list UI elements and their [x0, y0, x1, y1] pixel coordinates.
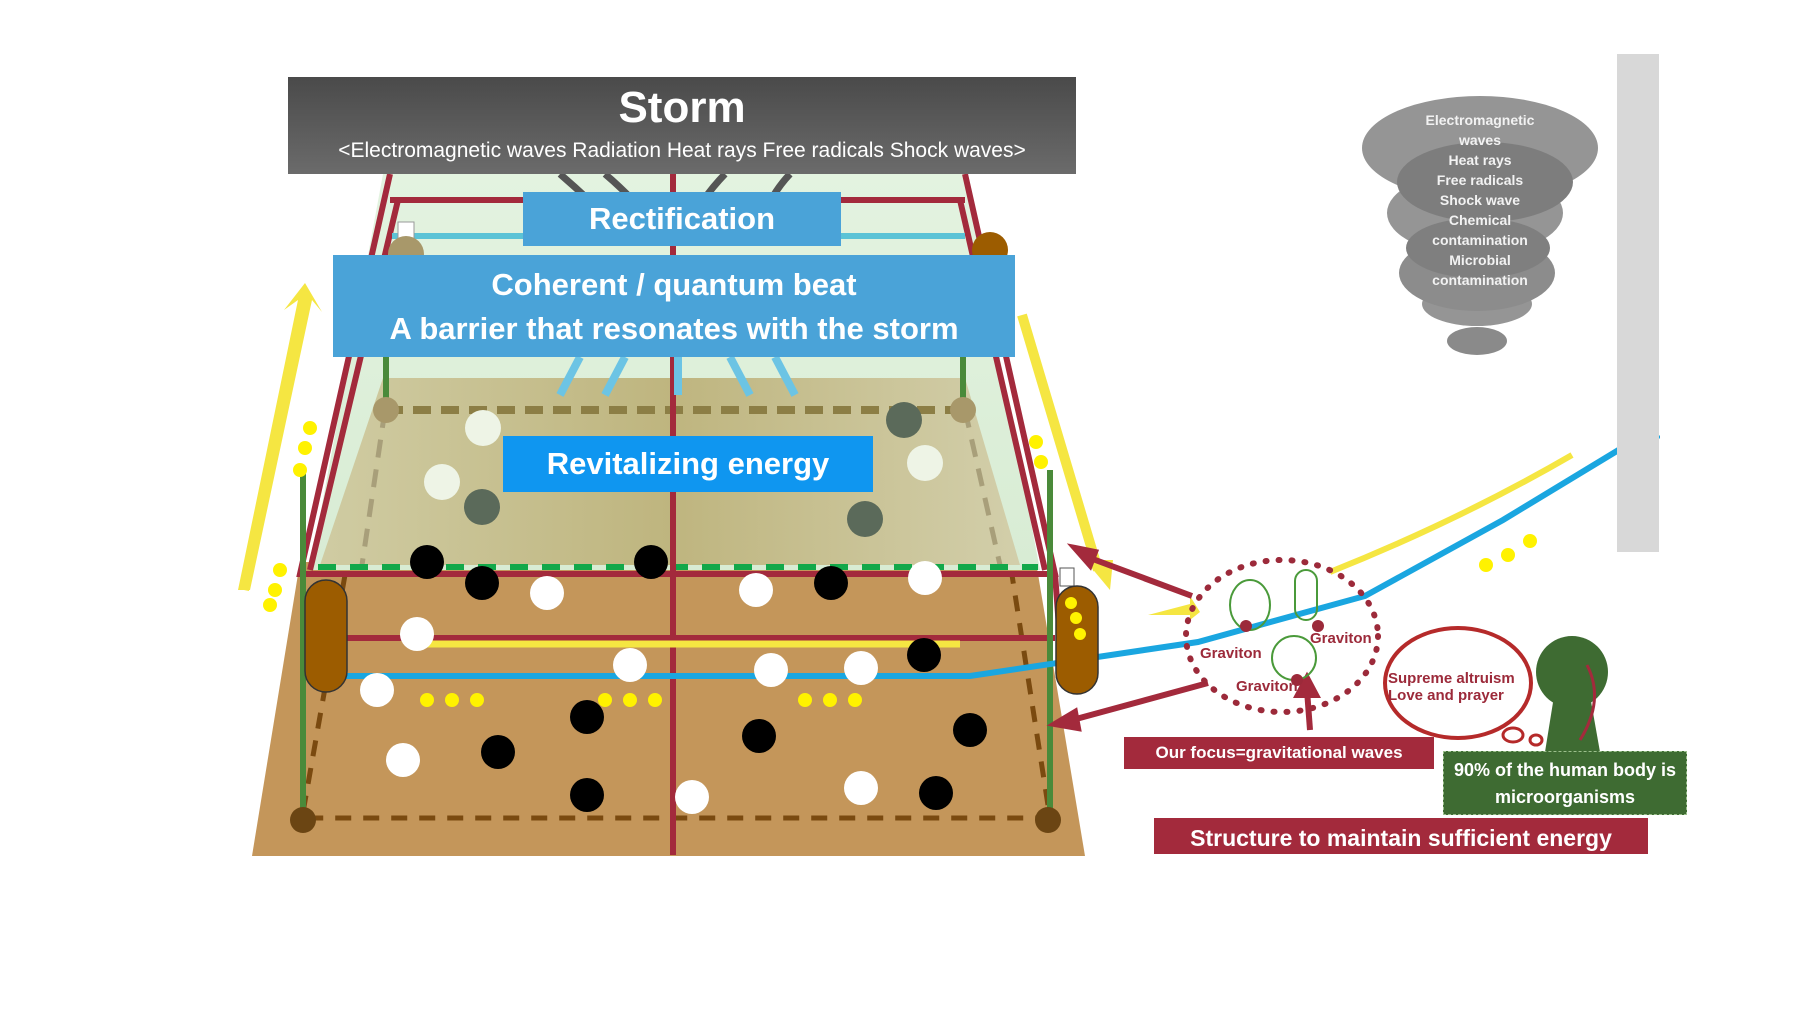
storm-banner: Storm <Electromagnetic waves Radiation H… — [288, 77, 1076, 174]
thought-text: Supreme altruism Love and prayer — [1388, 670, 1515, 704]
revitalizing-energy-label: Revitalizing energy — [503, 436, 873, 492]
yellow-cable-external — [1328, 452, 1574, 575]
focus-label: Our focus=gravitational waves — [1124, 737, 1434, 769]
grey-pole — [1617, 54, 1659, 552]
graviton-label: Graviton — [1310, 630, 1372, 647]
graviton-label: Graviton — [1236, 678, 1298, 695]
thought-line-2: Love and prayer — [1388, 687, 1504, 704]
tornado-line: waves — [1458, 132, 1502, 148]
graviton-circle — [1183, 557, 1381, 715]
human-figure-icon — [1536, 636, 1608, 752]
microorganisms-line-2: microorganisms — [1494, 787, 1636, 807]
tornado-icon — [1362, 96, 1598, 355]
energy-dots — [263, 421, 1537, 707]
green-posts — [300, 355, 1053, 820]
corner-posts — [290, 397, 1061, 833]
left-tank — [304, 579, 348, 693]
microorganisms-label: 90% of the human body is microorganisms — [1443, 751, 1687, 815]
tornado-line: Electromagnetic — [1425, 112, 1535, 128]
rectification-label: Rectification — [523, 192, 841, 246]
tornado-line: Free radicals — [1436, 172, 1524, 188]
thought-bubble — [1383, 626, 1533, 740]
coherent-barrier-label: Coherent / quantum beat A barrier that r… — [333, 255, 1015, 357]
blue-arrows — [556, 355, 799, 397]
tornado-line: Microbial — [1449, 252, 1511, 268]
left-arrow — [1148, 596, 1200, 620]
coherent-line-2: A barrier that resonates with the storm — [389, 311, 959, 346]
chamber-particles — [424, 402, 943, 537]
tornado-label: Electromagnetic waves Heat rays Free rad… — [1378, 110, 1582, 290]
structure-label: Structure to maintain sufficient energy — [1154, 818, 1648, 854]
storm-title: Storm — [618, 83, 746, 132]
storm-subtitle: <Electromagnetic waves Radiation Heat ra… — [338, 139, 1026, 162]
soil-particles — [360, 545, 987, 814]
graviton-label: Graviton — [1200, 645, 1262, 662]
tornado-line: Chemical — [1448, 212, 1512, 228]
soil-base — [252, 562, 1085, 856]
red-arrows — [1046, 543, 1321, 732]
coherent-line-1: Coherent / quantum beat — [491, 267, 857, 302]
tornado-line: contamination — [1432, 272, 1528, 288]
tornado-line: Heat rays — [1448, 152, 1512, 168]
tornado-line: contamination — [1432, 232, 1528, 248]
right-tank — [1055, 567, 1099, 695]
microorganisms-line-1: 90% of the human body is — [1453, 760, 1677, 780]
tornado-line: Shock wave — [1439, 192, 1521, 208]
thought-line-1: Supreme altruism — [1388, 670, 1515, 687]
